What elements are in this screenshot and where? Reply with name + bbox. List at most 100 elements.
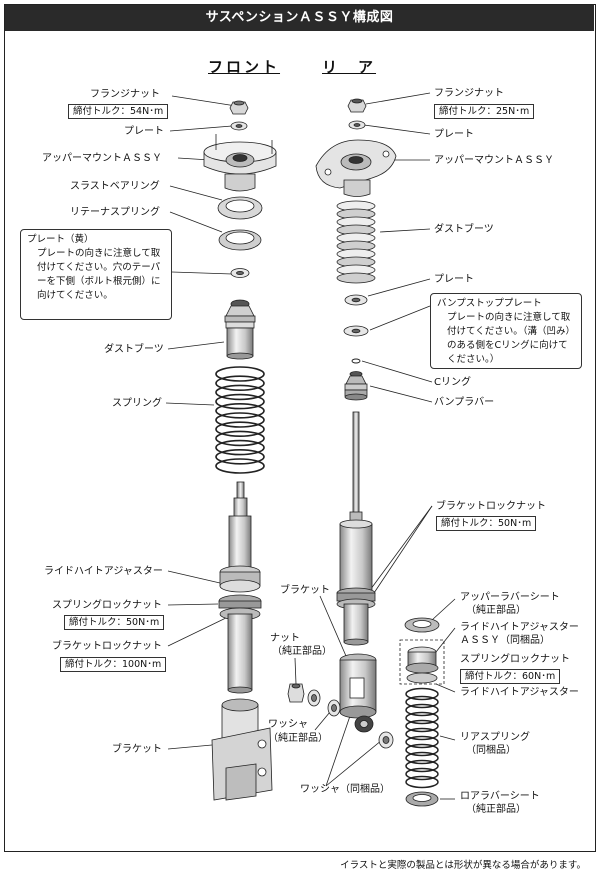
spring-coil-turn [215, 402, 265, 419]
rear-bump-rubber [344, 371, 368, 401]
rear-bump-stop-note: バンプストッププレート プレートの向きに注意して取付けてください。（溝（凹み）の… [430, 293, 582, 369]
diagram-frame: サスペンションＡＳＳＹ構成図 [4, 4, 596, 852]
rear-note-title: バンプストッププレート [437, 298, 542, 309]
front-upper-mount [203, 134, 277, 192]
rear-washer-note: （純正部品） [268, 733, 328, 744]
rear-plate-label: プレート [434, 129, 474, 140]
spring-coil-turn [215, 384, 265, 401]
rear-flange-nut-torque: 締付トルク：25N･m [434, 104, 535, 119]
front-damper [218, 481, 262, 694]
front-upper-mount-label: アッパーマウントＡＳＳＹ [42, 153, 162, 164]
front-bracket-lock-nut-torque: 締付トルク：100N･m [60, 657, 167, 672]
rear-washer-bundled-label: ワッシャ（同梱品） [300, 784, 390, 795]
front-plate-label: プレート [124, 126, 164, 137]
rear-nut-label: ナット [270, 633, 300, 644]
front-dust-boot [224, 299, 256, 360]
spring-coil-turn [215, 366, 265, 382]
front-flange-nut [229, 100, 249, 115]
rear-header: リ ア [322, 58, 377, 76]
rear-lower-rubber-seat [405, 791, 439, 807]
rear-c-ring-label: Cリング [434, 377, 471, 388]
front-thrust-bearing [217, 196, 263, 220]
rear-lower-rubber-seat-note: （純正部品） [466, 804, 526, 815]
rear-spring-note: （同梱品） [466, 745, 516, 756]
rear-washer-oem [307, 689, 341, 717]
rear-spring [405, 687, 439, 789]
front-thrust-bearing-label: スラストベアリング [70, 181, 160, 192]
spring-coil-turn [405, 735, 439, 749]
rear-spring-lock-nut-label: スプリングロックナット [460, 654, 570, 665]
rear-c-ring [351, 358, 361, 364]
rear-bracket-lock-nut-torque: 締付トルク：50N･m [436, 516, 537, 531]
front-spring-label: スプリング [112, 398, 162, 409]
rear-spring-label: リアスプリング [460, 732, 530, 743]
front-plate-yellow [230, 268, 250, 278]
rear-flange-nut [347, 98, 367, 113]
front-bracket [211, 698, 273, 801]
rear-spring-lock-nut-torque: 締付トルク：60N･m [460, 669, 561, 684]
front-flange-nut-label: フランジナット [90, 89, 160, 100]
spring-coil-turn [215, 393, 265, 410]
front-retainer-spring [218, 229, 262, 251]
rear-upper-rubber-seat [404, 617, 440, 633]
spring-coil-turn [405, 743, 439, 757]
disclaimer-footer: イラストと実際の製品とは形状が異なる場合があります。 [340, 860, 586, 871]
front-dust-boot-label: ダストブーツ [104, 344, 164, 355]
rear-washer-label: ワッシャ [268, 719, 308, 730]
rear-ride-height-adjuster-assy-label: ライドハイトアジャスター [460, 622, 579, 633]
spring-coil-turn [215, 375, 265, 392]
spring-coil-turn [215, 430, 265, 447]
rear-dust-boot [336, 200, 376, 284]
rear-ride-height-adjuster-assy [399, 639, 445, 685]
front-header: フロント [208, 58, 281, 76]
rear-upper-rubber-seat-label: アッパーラバーシート [460, 592, 560, 603]
spring-coil-turn [215, 421, 265, 438]
front-flange-nut-torque: 締付トルク：54N･m [68, 104, 169, 119]
front-plate [230, 121, 248, 131]
leader-lines [165, 92, 456, 800]
spring-coil-turn [405, 751, 439, 765]
front-ride-height-adjuster-label: ライドハイトアジャスター [44, 566, 163, 577]
spring-coil-turn [405, 711, 439, 725]
rear-upper-mount [315, 139, 397, 197]
front-note-body: プレートの向きに注意して取付けてください。穴のテーパーを下側（ボルト根元側）に向… [37, 248, 161, 301]
front-bracket-lock-nut-label: ブラケットロックナット [52, 641, 162, 652]
rear-note-body: プレートの向きに注意して取付けてください。（溝（凹み）のある側をCリングに向けて… [447, 312, 575, 365]
rear-ride-height-adjuster-label: ライドハイトアジャスター [460, 687, 579, 698]
rear-nut-oem [287, 683, 305, 703]
spring-coil-turn [405, 727, 439, 741]
front-spring-lock-nut-label: スプリングロックナット [52, 600, 162, 611]
front-retainer-spring-label: リテーナスプリング [70, 207, 160, 218]
spring-coil-turn [215, 412, 265, 428]
spring-coil-turn [215, 439, 265, 456]
spring-coil-turn [405, 759, 439, 773]
rear-upper-mount-label: アッパーマウントＡＳＳＹ [434, 155, 554, 166]
front-note-title: プレート（黄） [27, 234, 94, 245]
spring-coil-turn [405, 703, 439, 717]
rear-bump-rubber-label: バンプラバー [434, 397, 495, 408]
rear-bump-stop-plate [343, 325, 369, 337]
spring-coil-turn [405, 767, 439, 781]
rear-bracket-lock-nut-label: ブラケットロックナット [436, 501, 546, 512]
front-plate-note: プレート（黄） プレートの向きに注意して取付けてください。穴のテーパーを下側（ボ… [20, 229, 172, 320]
front-spring-lock-nut-torque: 締付トルク：50N･m [64, 615, 165, 630]
rear-upper-rubber-seat-note: （純正部品） [466, 605, 526, 616]
front-spring [215, 366, 265, 474]
rear-ride-height-adjuster-assy-note: ＡＳＳＹ（同梱品） [460, 635, 550, 646]
page-title: サスペンションＡＳＳＹ構成図 [5, 5, 594, 31]
rear-bracket-label: ブラケット [280, 585, 330, 596]
rear-dust-boot-label: ダストブーツ [434, 224, 494, 235]
rear-lower-rubber-seat-label: ロアラバーシート [460, 791, 540, 802]
rear-damper [336, 411, 376, 646]
rear-plate [348, 120, 366, 130]
rear-plate-2 [344, 294, 368, 306]
spring-coil-turn [405, 695, 439, 709]
front-bracket-label: ブラケット [112, 744, 162, 755]
spring-coil-turn [405, 775, 439, 789]
spring-coil-turn [405, 687, 439, 701]
spring-coil-turn [215, 448, 265, 465]
dust-boot-fold [336, 272, 376, 284]
rear-plate2-label: プレート [434, 274, 474, 285]
rear-washer-bundled [378, 731, 394, 749]
